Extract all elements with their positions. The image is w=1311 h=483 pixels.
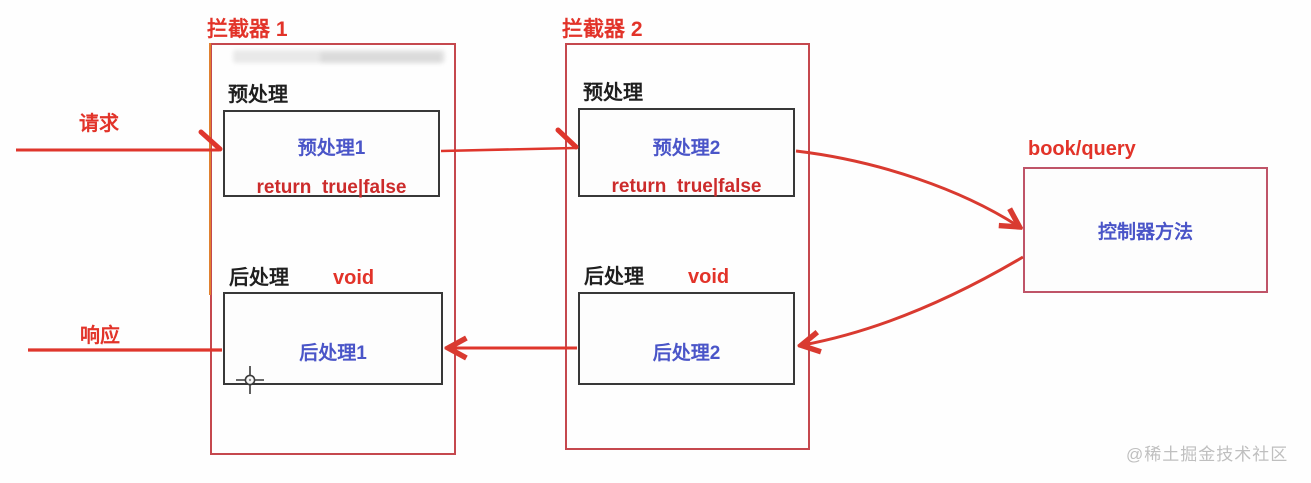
- request-label: 请求: [79, 113, 119, 135]
- erased-text-smudge: [233, 50, 445, 63]
- response-label: 响应: [80, 325, 120, 347]
- interceptor2-title: 拦截器 2: [562, 18, 643, 41]
- interceptor1-post-name: 后处理1: [299, 343, 367, 364]
- interceptor1-pre-box: 预处理1 return true|false: [223, 110, 440, 198]
- interceptor1-pre-return: return true|false: [256, 177, 407, 198]
- pre1-to-pre2-arrow-line: [440, 146, 576, 153]
- controller-route-label: book/query: [1028, 138, 1136, 160]
- interceptor1-left-edge: [209, 43, 211, 295]
- controller-method-label: 控制器方法: [1097, 221, 1193, 243]
- watermark-text: @稀土掘金技术社区: [1126, 445, 1289, 464]
- controller-to-post2-arrow: [803, 255, 1024, 345]
- interceptor2-pre-label: 预处理: [583, 82, 643, 104]
- interceptor1-void-label: void: [333, 267, 375, 289]
- interceptor1-pre-label: 预处理: [228, 84, 288, 106]
- interceptor2-post-name: 后处理2: [652, 343, 721, 364]
- interceptor1-post-label: 后处理: [229, 267, 289, 289]
- interceptor1-title: 拦截器 1: [207, 18, 288, 41]
- pre2-to-controller-arrow: [795, 149, 1018, 226]
- interceptor2-post-box: 后处理2: [578, 292, 795, 385]
- interceptor1-post-box: 后处理1: [223, 292, 443, 385]
- interceptor2-frame: [565, 43, 810, 450]
- interceptor2-pre-name: 预处理2: [652, 138, 721, 159]
- interceptor2-void-label: void: [688, 266, 730, 288]
- interceptor1-frame: [210, 43, 456, 455]
- interceptor2-pre-box: 预处理2 return true|false: [578, 108, 795, 197]
- controller-box: 控制器方法: [1023, 167, 1268, 293]
- erased-text-smudge: [320, 52, 442, 63]
- interceptor1-pre-name: 预处理1: [297, 138, 366, 159]
- interceptor2-post-label: 后处理: [584, 266, 644, 288]
- interceptor2-pre-return: return true|false: [611, 176, 762, 197]
